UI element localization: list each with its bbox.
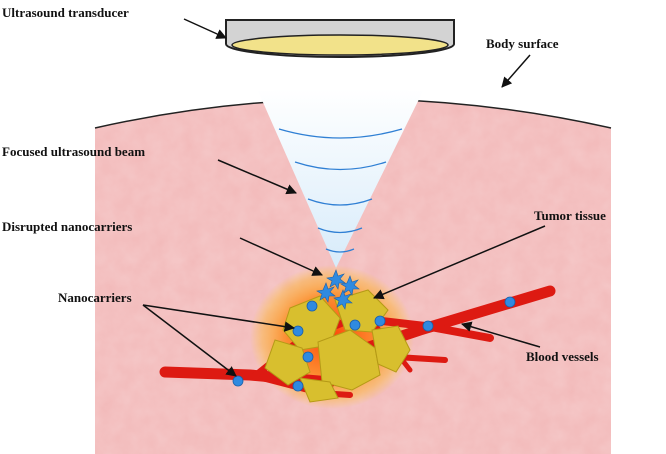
label-disrupted: Disrupted nanocarriers	[2, 219, 132, 234]
nanocarrier	[422, 320, 434, 332]
disrupted-nanocarrier	[340, 275, 360, 296]
disrupted-nanocarrier	[326, 269, 346, 290]
arrow-body-surface	[501, 54, 531, 88]
nanocarrier	[306, 300, 318, 312]
ultrasound-transducer	[225, 19, 455, 58]
wavefront-1	[278, 128, 403, 139]
disrupted-nanocarriers	[316, 269, 360, 310]
labels: Ultrasound transducer Body surface Focus…	[2, 5, 606, 364]
label-vessels: Blood vessels	[526, 349, 599, 364]
wavefront-4	[317, 227, 363, 234]
label-transducer: Ultrasound transducer	[2, 5, 129, 20]
nanocarrier	[504, 296, 516, 308]
arrow-transducer	[183, 18, 227, 39]
wavefront-5	[325, 248, 355, 253]
nanocarrier	[349, 319, 361, 331]
annotation-arrows	[142, 18, 546, 377]
nanocarrier	[292, 380, 304, 392]
nanocarrier	[374, 315, 386, 327]
beam-wavefronts	[278, 128, 403, 253]
transducer-face	[231, 34, 449, 56]
label-beam: Focused ultrasound beam	[2, 144, 145, 159]
label-tumor: Tumor tissue	[534, 208, 606, 223]
tumor-cell-5	[371, 325, 411, 373]
tumor-cell-6	[299, 377, 339, 403]
ultrasound-beam	[258, 88, 423, 268]
nanocarriers	[232, 296, 516, 392]
label-nanocarriers: Nanocarriers	[58, 290, 132, 305]
wavefront-3	[307, 198, 373, 206]
wavefront-2	[294, 161, 387, 171]
arrow-vessels	[460, 321, 541, 348]
arrow-nanocarriers-upper	[142, 304, 296, 332]
nanocarrier	[292, 325, 304, 337]
arrow-disrupted	[239, 237, 323, 276]
disrupted-nanocarrier	[333, 289, 353, 310]
arrow-tumor	[373, 225, 546, 300]
disrupted-nanocarrier	[316, 282, 336, 303]
nanocarrier	[232, 375, 244, 387]
nanocarrier	[302, 351, 314, 363]
arrow-beam	[217, 159, 297, 195]
arrow-nanocarriers-lower	[142, 304, 237, 377]
label-body-surface: Body surface	[486, 36, 559, 51]
tumor-cell-3	[264, 339, 311, 386]
